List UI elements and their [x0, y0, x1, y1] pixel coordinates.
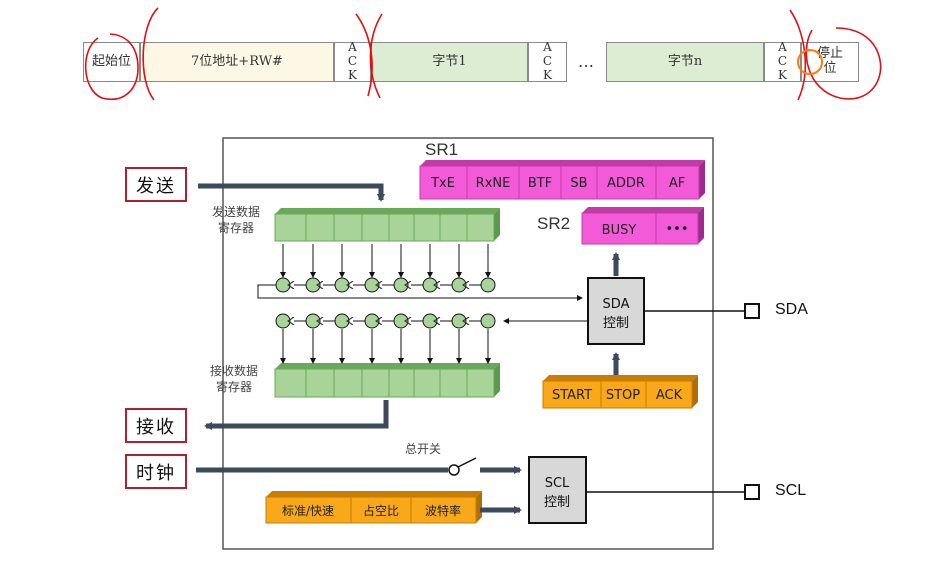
sda-control-line2: 控制 [603, 316, 629, 331]
receive-label-text: 接收 [136, 416, 176, 438]
sr2-register: BUSY ••• [581, 207, 704, 245]
sda-control-block: SDA 控制 [587, 277, 645, 345]
switch-blade [457, 457, 477, 468]
frame-stop-label: 停止位 [816, 46, 843, 76]
frame-byte1: 字节1 [371, 42, 528, 82]
tx-shift-register [257, 244, 583, 301]
sda-pin [744, 303, 760, 319]
frame-ack-2-label: ACK [542, 40, 553, 82]
sda-pin-label: SDA [775, 301, 808, 318]
scl-control-line2: 控制 [544, 495, 570, 510]
tx-data-register [274, 208, 500, 242]
frame-ellipsis: … [578, 52, 594, 71]
ccr-control-bits: 标准/快速 占空比 波特率 [265, 491, 482, 524]
sr1-bit-btf: BTF [528, 176, 552, 191]
i2c-peripheral-box [222, 137, 714, 550]
handwritten-annotations [84, 7, 882, 101]
send-label-text: 发送 [136, 175, 176, 197]
cr-bit-stop: STOP [606, 388, 640, 403]
scl-control-block: SCL 控制 [528, 456, 587, 524]
sr1-bit-af: AF [669, 176, 685, 191]
frame-byte1-label: 字节1 [432, 53, 467, 69]
receive-label: 接收 [125, 408, 187, 443]
tx-register-caption: 发送数据 寄存器 [198, 205, 274, 236]
frame-byten: 字节n [606, 42, 764, 82]
sr1-bit-sb: SB [570, 176, 587, 191]
scl-pin-label: SCL [775, 482, 807, 499]
frame-byten-label: 字节n [667, 53, 703, 69]
frame-address: 7位地址+RW# [140, 42, 334, 82]
frame-start-label: 起始位 [92, 53, 132, 69]
sr1-register: TxE RxNE BTF SB ADDR AF [419, 160, 705, 200]
rx-register-caption: 接收数据 寄存器 [196, 364, 272, 395]
sr1-bit-addr: ADDR [607, 176, 645, 191]
cr-control-bits: START STOP ACK [542, 375, 698, 409]
rx-data-register [274, 363, 500, 398]
cr-bit-ack: ACK [656, 388, 683, 403]
sr1-bit-txe: TxE [430, 176, 455, 191]
frame-ack-2: ACK [528, 40, 567, 82]
cr-bit-start: START [552, 388, 592, 403]
sr2-title: SR2 [537, 214, 571, 233]
frame-ack-1: ACK [334, 40, 371, 82]
sr1-bit-rxne: RxNE [476, 176, 511, 191]
rx-shift-register [275, 313, 588, 364]
frame-ack-n: ACK [764, 40, 801, 82]
sr2-bit-more: ••• [665, 222, 688, 237]
tx-register-caption-line2: 寄存器 [217, 220, 254, 235]
scl-control-line1: SCL [545, 476, 570, 491]
sda-control-line1: SDA [603, 297, 630, 312]
rx-register-caption-line2: 寄存器 [215, 379, 252, 394]
sr2-bit-busy: BUSY [602, 223, 637, 238]
frame-address-label: 7位地址+RW# [191, 53, 283, 69]
clock-label-text: 时钟 [136, 462, 176, 484]
frame-stop-bit: 停止位 [801, 42, 859, 82]
rx-register-caption-line1: 接收数据 [209, 364, 258, 378]
scl-pin [744, 484, 760, 500]
ccr-bit-baud: 波特率 [425, 503, 461, 518]
switch-contact [448, 464, 460, 476]
sr1-title: SR1 [425, 140, 459, 159]
master-switch-caption: 总开关 [404, 442, 441, 456]
send-arrow [198, 183, 385, 202]
ccr-bit-duty: 占空比 [363, 503, 399, 518]
ccr-bit-mode: 标准/快速 [282, 504, 334, 518]
send-label: 发送 [125, 167, 187, 202]
orange-mark [797, 49, 823, 75]
clock-label: 时钟 [125, 454, 187, 489]
tx-register-caption-line1: 发送数据 [211, 205, 260, 219]
frame-start-bit: 起始位 [83, 42, 140, 82]
frame-ack-1-label: ACK [347, 40, 358, 82]
frame-ack-n-label: ACK [777, 40, 788, 82]
receive-arrow [204, 400, 389, 430]
